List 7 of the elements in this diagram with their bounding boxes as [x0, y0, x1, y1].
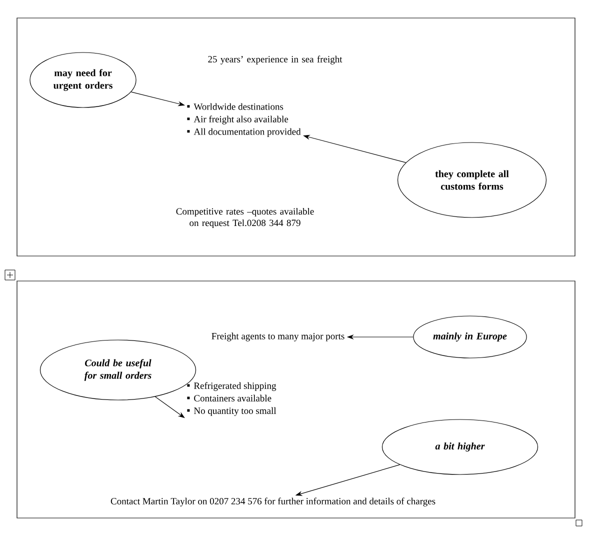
- body-text: Competitive rates –quotes available on request Tel.0208 344 879: [176, 208, 314, 228]
- bullet-list: Worldwide destinations Air freight also available All documentation provided: [187, 103, 301, 137]
- body-text: Freight agents to many major ports: [212, 332, 344, 342]
- body-text: 25 years’ experience in sea freight: [208, 56, 342, 64]
- panel-box: [16, 18, 576, 256]
- panel-box: [16, 280, 576, 518]
- body-text: Contact Martin Taylor on 0207 234 576 for further information and details of charges: [110, 498, 436, 506]
